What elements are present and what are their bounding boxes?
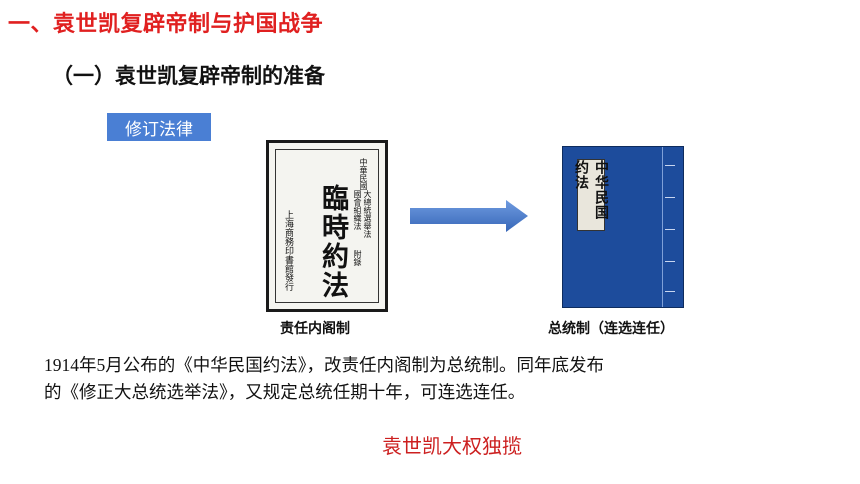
right-arrow-icon [410, 200, 528, 232]
conclusion-text: 袁世凯大权独揽 [382, 434, 522, 458]
cover-appendix-3: 附錄 [353, 250, 362, 266]
section-title: 一、袁世凯复辟帝制与护国战争 [8, 12, 324, 37]
subsection-title: （一）袁世凯复辟帝制的准备 [52, 64, 325, 88]
paragraph-line-1: 1914年5月公布的《中华民国约法》，改责任内阁制为总统制。同年底发布 [44, 355, 604, 375]
caption-cabinet-system: 责任内阁制 [280, 321, 350, 337]
book-label: 中华民国约法 [573, 159, 609, 231]
cover-appendix-1: 大總統選舉法 [363, 190, 372, 238]
paragraph-line-2: 的《修正大总统选举法》，又规定总统任期十年，可连选连任。 [44, 382, 526, 402]
cover-main-title: 臨時約法 [317, 184, 348, 300]
cover-appendix-2: 國會組織法 [353, 190, 362, 230]
cover-frame: 中華民國 臨時約法 上海商務印書館發行 大總統選舉法 國會組織法 附錄 [275, 149, 379, 303]
constitution-book: 中华民国约法 [562, 146, 684, 308]
topic-tag: 修订法律 [107, 113, 211, 141]
cover-top-heading: 中華民國 [359, 158, 368, 190]
provisional-constitution-cover: 中華民國 臨時約法 上海商務印書館發行 大總統選舉法 國會組織法 附錄 [266, 140, 388, 312]
book-binding [662, 147, 677, 307]
explanation-paragraph: 1914年5月公布的《中华民国约法》，改责任内阁制为总统制。同年底发布 的《修正… [44, 352, 834, 406]
caption-presidential-system: 总统制（连选连任） [548, 321, 674, 337]
cover-publisher: 上海商務印書館發行 [283, 210, 293, 291]
